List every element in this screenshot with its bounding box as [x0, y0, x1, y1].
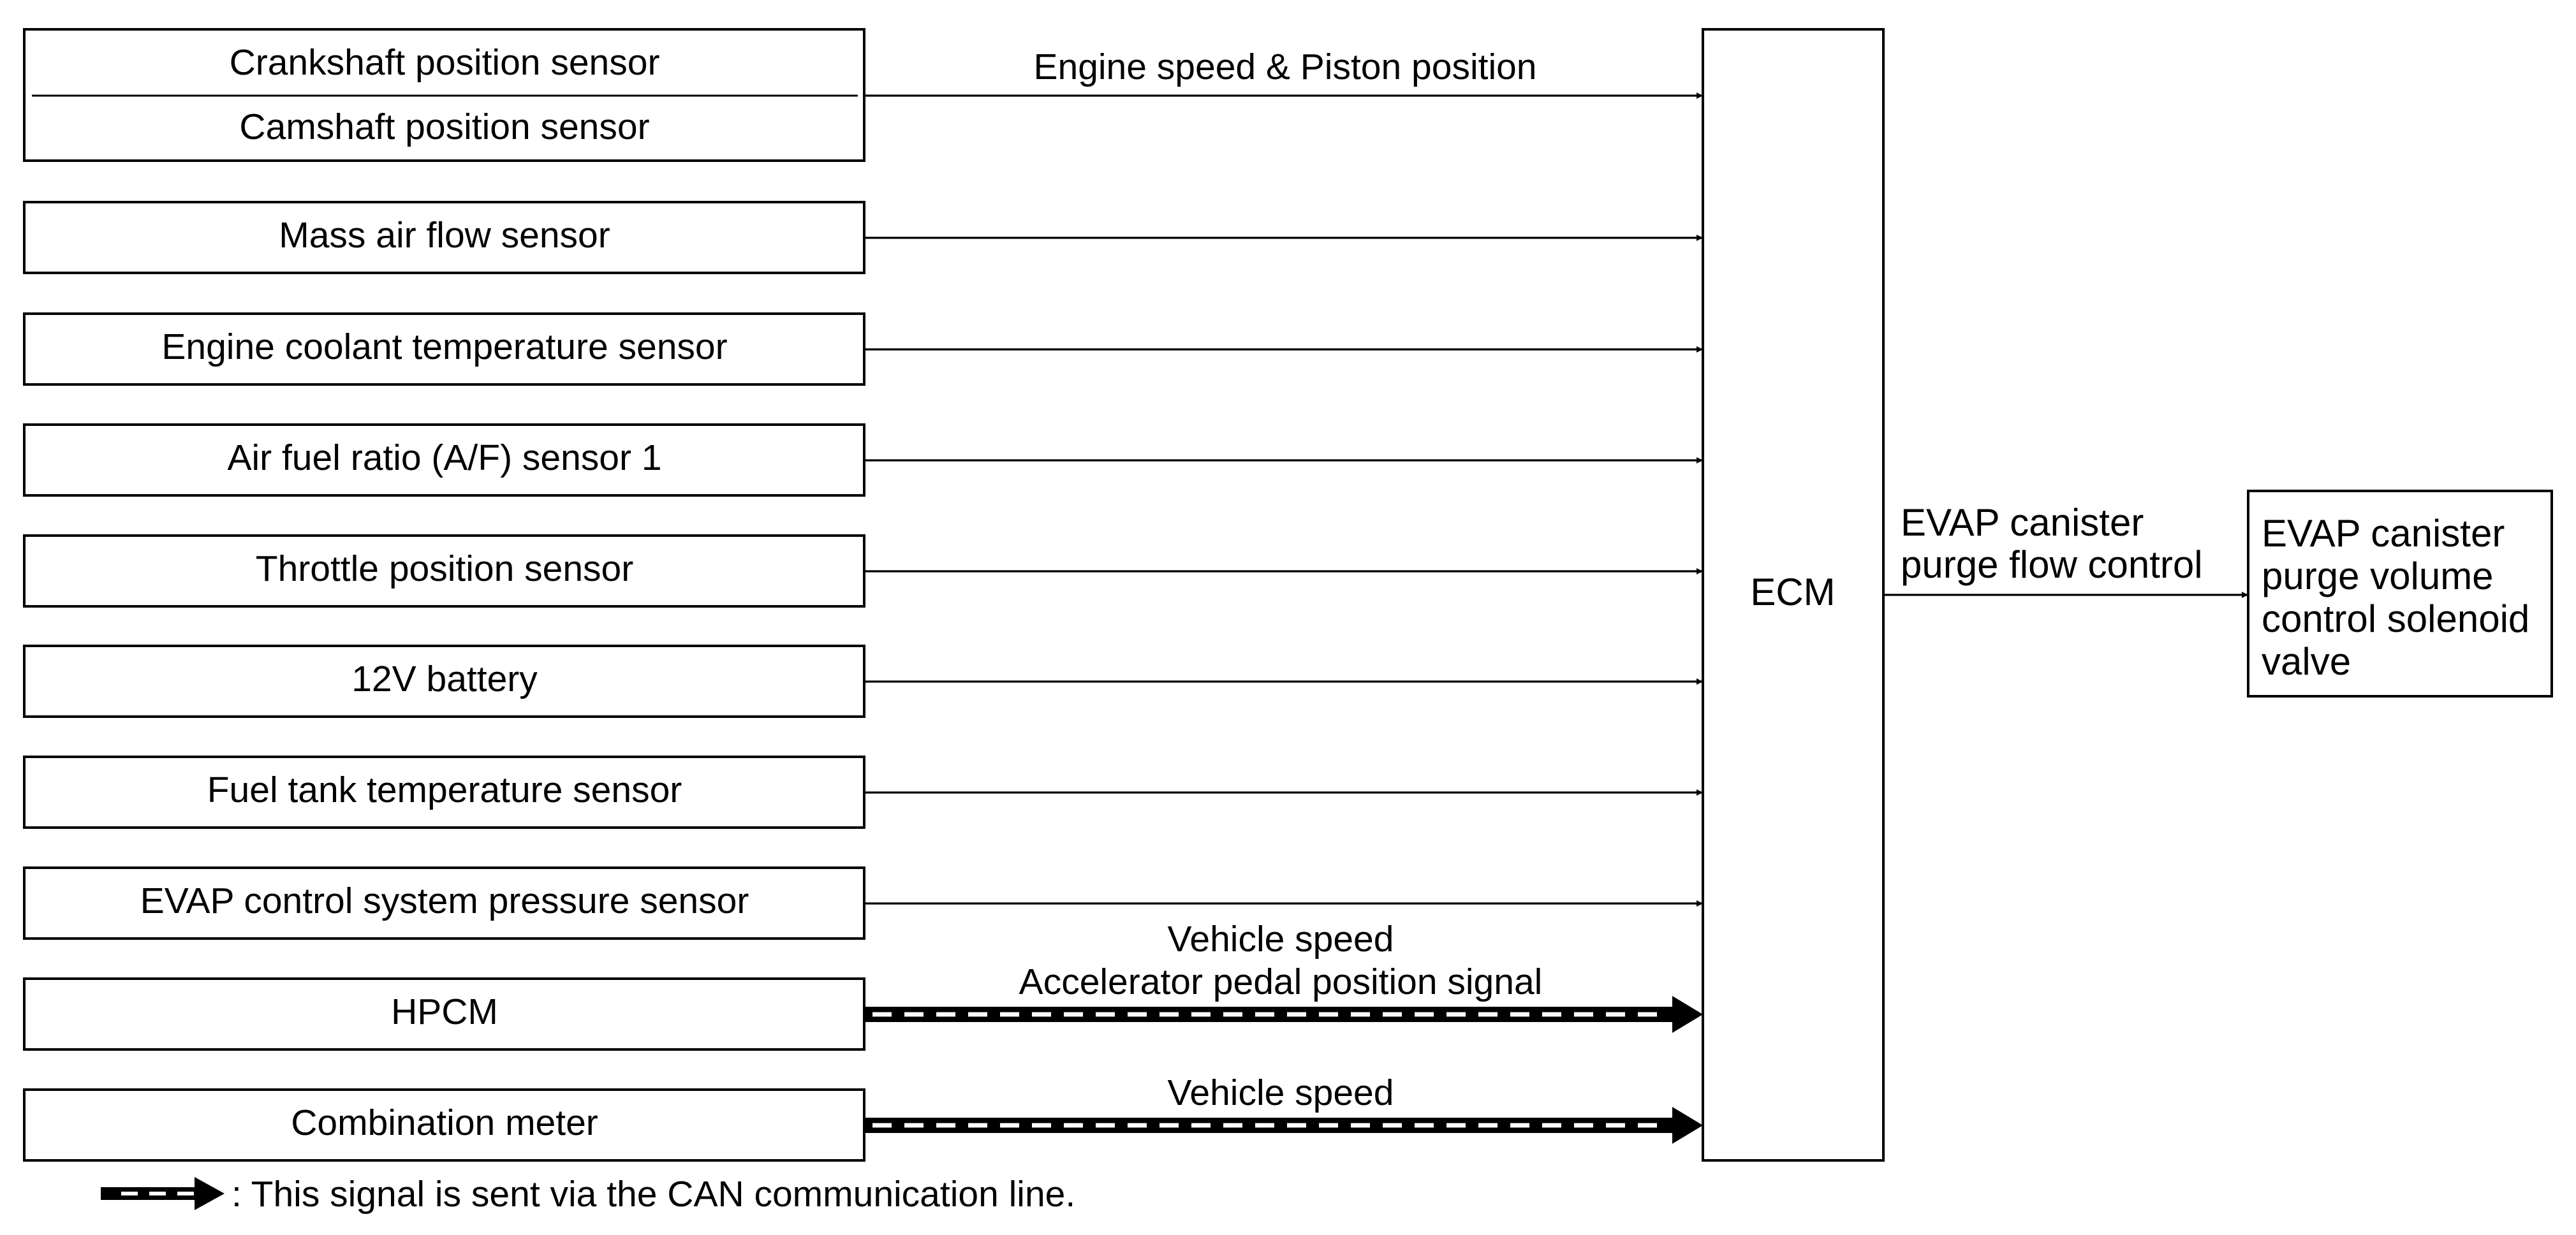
purge-solenoid-box: [2247, 490, 2553, 698]
legend: : This signal is sent via the CAN commun…: [101, 1174, 1075, 1215]
engine-speed-signal-label: Engine speed & Piston position: [1033, 47, 1536, 87]
hpcm-box: [23, 977, 865, 1051]
meter-signal-label: Vehicle speed: [1168, 1072, 1394, 1113]
meter-can-arrowhead: [1672, 1107, 1703, 1144]
combination-meter-box: [23, 1088, 865, 1162]
hpcm-can-arrowhead: [1672, 996, 1703, 1033]
hpcm-signal-line2: Accelerator pedal position signal: [1019, 961, 1543, 1002]
can-arrows: Vehicle speed Accelerator pedal position…: [864, 919, 1703, 1144]
ecm-box: [1702, 28, 1885, 1162]
actuator-line3: control solenoid: [2262, 597, 2529, 640]
signal-arrows: Engine speed & Piston position: [864, 47, 1703, 907]
actuator-line2: purge volume: [2262, 555, 2494, 597]
ect-sensor-box: [23, 312, 865, 386]
hpcm-signal-line1: Vehicle speed: [1168, 919, 1394, 960]
actuator-line4: valve: [2262, 640, 2351, 683]
actuator-line1: EVAP canister: [2262, 512, 2505, 555]
fuel-tank-temp-sensor-label: Fuel tank temperature sensor: [207, 770, 682, 810]
battery-box: [23, 645, 865, 718]
camshaft-sensor-label: Camshaft position sensor: [239, 106, 649, 147]
crankshaft-sensor-label: Crankshaft position sensor: [230, 42, 660, 83]
legend-text: : This signal is sent via the CAN commun…: [232, 1174, 1075, 1215]
af-sensor-label: Air fuel ratio (A/F) sensor 1: [227, 437, 661, 478]
input-boxes: Crankshaft position sensor Camshaft posi…: [23, 28, 865, 1162]
battery-label: 12V battery: [351, 659, 538, 699]
combination-meter-label: Combination meter: [291, 1102, 598, 1143]
output-signal-line2: purge flow control: [1901, 543, 2203, 586]
ecm-label: ECM: [1750, 571, 1835, 613]
legend-can-arrowhead: [195, 1177, 224, 1210]
tps-sensor-label: Throttle position sensor: [256, 548, 633, 589]
evap-pressure-sensor-label: EVAP control system pressure sensor: [140, 881, 749, 921]
maf-sensor-label: Mass air flow sensor: [279, 215, 610, 256]
output-section: EVAP canister purge flow control EVAP ca…: [1883, 490, 2553, 698]
hpcm-label: HPCM: [391, 991, 498, 1032]
ect-sensor-label: Engine coolant temperature sensor: [161, 326, 727, 367]
ecm-block: ECM: [1702, 28, 1885, 1162]
maf-sensor-box: [23, 201, 865, 274]
output-signal-line1: EVAP canister: [1901, 501, 2144, 544]
